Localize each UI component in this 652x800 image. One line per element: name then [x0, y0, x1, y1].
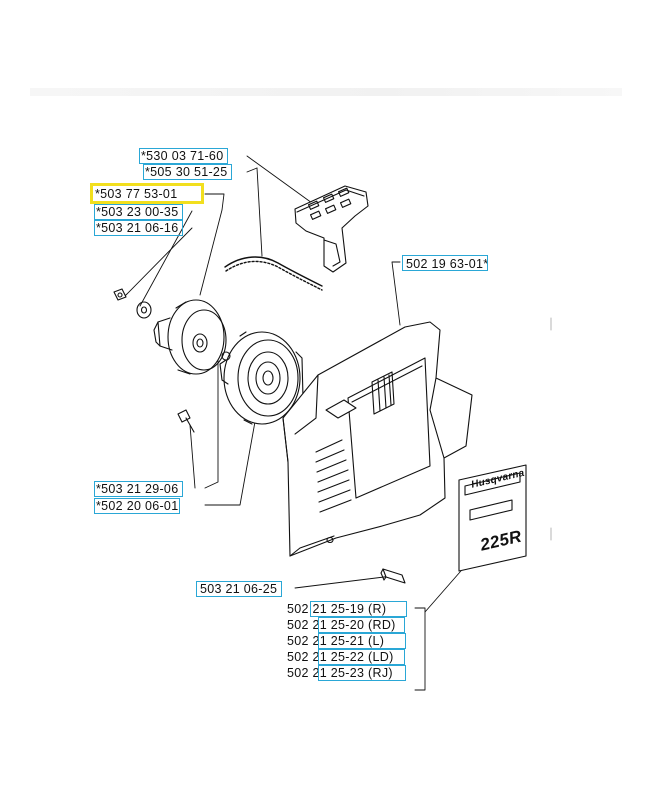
part-label-bolt[interactable]: 503 21 06-25: [200, 582, 278, 596]
part-label-screw[interactable]: *503 21 06-16: [96, 221, 179, 235]
rope-pulley: [153, 299, 227, 375]
housing-screw: [177, 409, 195, 433]
part-label-pulley[interactable]: *503 77 53-01: [95, 187, 178, 201]
decal-sticker: [458, 464, 527, 572]
header-strip: [30, 88, 622, 96]
part-label-decal-rj[interactable]: 502 21 25-23 (RJ): [287, 666, 393, 680]
part-label-washer[interactable]: *503 23 00-35: [96, 205, 179, 219]
leader-lines: [123, 155, 475, 691]
part-label-decal-ld[interactable]: 502 21 25-22 (LD): [287, 650, 394, 664]
spring-housing: [219, 331, 304, 425]
cover-bolt: [380, 568, 406, 584]
pulley-screw: [113, 288, 127, 301]
part-label-decal-l[interactable]: 502 21 25-21 (L): [287, 634, 385, 648]
part-label-decal-r[interactable]: 502 21 25-19 (R): [287, 602, 387, 616]
washer: [136, 301, 152, 319]
part-label-handle[interactable]: *530 03 71-60: [141, 149, 224, 163]
part-label-starter-cover[interactable]: 502 19 63-01*: [406, 257, 489, 271]
part-label-decal-rd[interactable]: 502 21 25-20 (RD): [287, 618, 396, 632]
starter-rope: [224, 256, 323, 291]
part-label-rope[interactable]: *505 30 51-25: [145, 165, 228, 179]
part-label-spring-housing[interactable]: *502 20 06-01: [96, 499, 179, 513]
starter-cover: [282, 321, 473, 557]
part-label-housing-screw[interactable]: *503 21 29-06: [96, 482, 179, 496]
starter-handle: [294, 185, 369, 273]
